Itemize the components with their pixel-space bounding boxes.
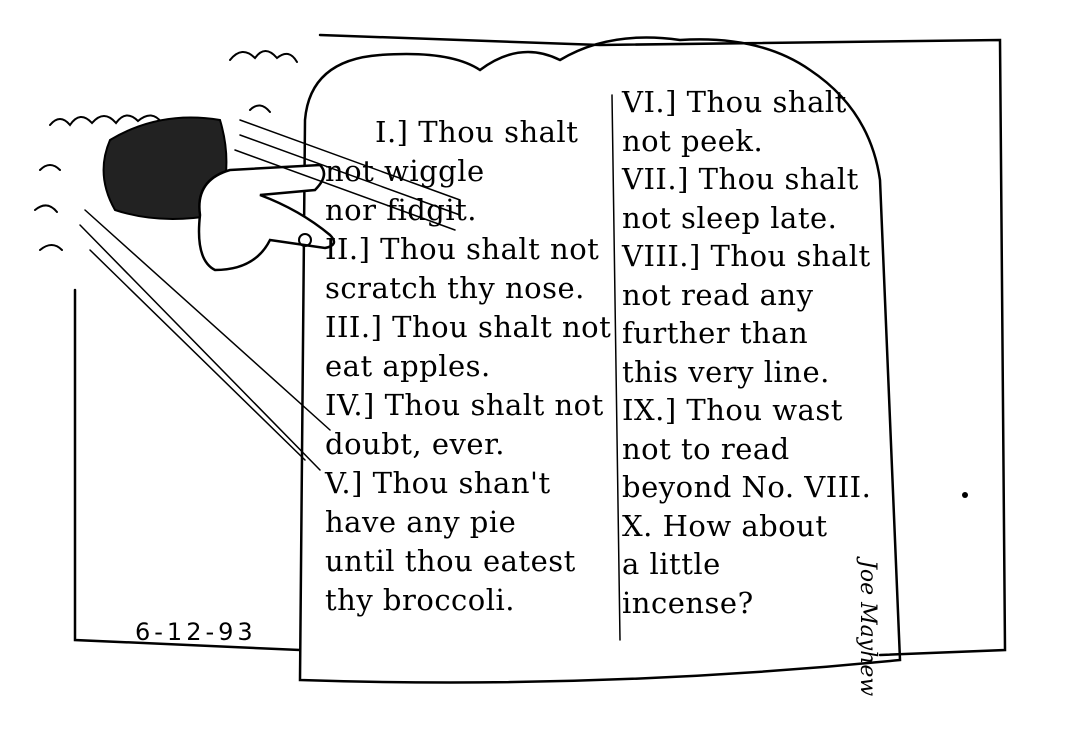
background-frame <box>73 33 1007 657</box>
commandment-line: scratch thy nose. <box>325 271 585 305</box>
commandment-line: II.] Thou shalt not <box>325 232 600 266</box>
drawing-date: 6-12-93 <box>135 618 257 646</box>
commandment-line: III.] Thou shalt not <box>325 310 612 344</box>
commandment-line: IX.] Thou wast <box>622 393 843 427</box>
commandment-line: VIII.] Thou shalt <box>622 239 871 273</box>
commandment-line: have any pie <box>325 505 517 539</box>
commandment-line: thy broccoli. <box>325 583 516 617</box>
commandment-line: VI.] Thou shalt <box>622 85 847 119</box>
commandment-line: eat apples. <box>325 349 491 383</box>
commandment-line: further than <box>622 316 809 350</box>
commandment-line: not wiggle <box>325 154 485 188</box>
cloud <box>34 50 298 251</box>
commandment-line: a little <box>622 547 721 581</box>
commandment-line: not peek. <box>622 123 764 158</box>
commandment-line: V.] Thou shan't <box>325 466 551 500</box>
commandment-line: not sleep late. <box>622 200 838 235</box>
stone-tablet <box>298 36 902 684</box>
commandment-line: VII.] Thou shalt <box>622 162 859 196</box>
commandment-line: I.] Thou shalt <box>375 115 579 149</box>
commandment-line: this very line. <box>622 354 830 389</box>
commandment-line: beyond No. VIII. <box>622 470 872 504</box>
artist-signature: Joe Mayhew <box>855 560 880 697</box>
commandment-line: IV.] Thou shalt not <box>325 388 604 422</box>
commandment-line: X. How about <box>622 508 828 543</box>
commandment-line: doubt, ever. <box>325 427 505 461</box>
commandment-line: not to read <box>622 431 790 466</box>
commandment-line: nor fidgit. <box>325 193 478 227</box>
commandment-line: until thou eatest <box>325 544 576 578</box>
hand <box>197 163 336 272</box>
commandment-line: not read any <box>622 277 814 312</box>
tablet-divider <box>611 94 621 641</box>
commandment-line: incense? <box>622 585 754 620</box>
light-rays <box>79 119 461 471</box>
